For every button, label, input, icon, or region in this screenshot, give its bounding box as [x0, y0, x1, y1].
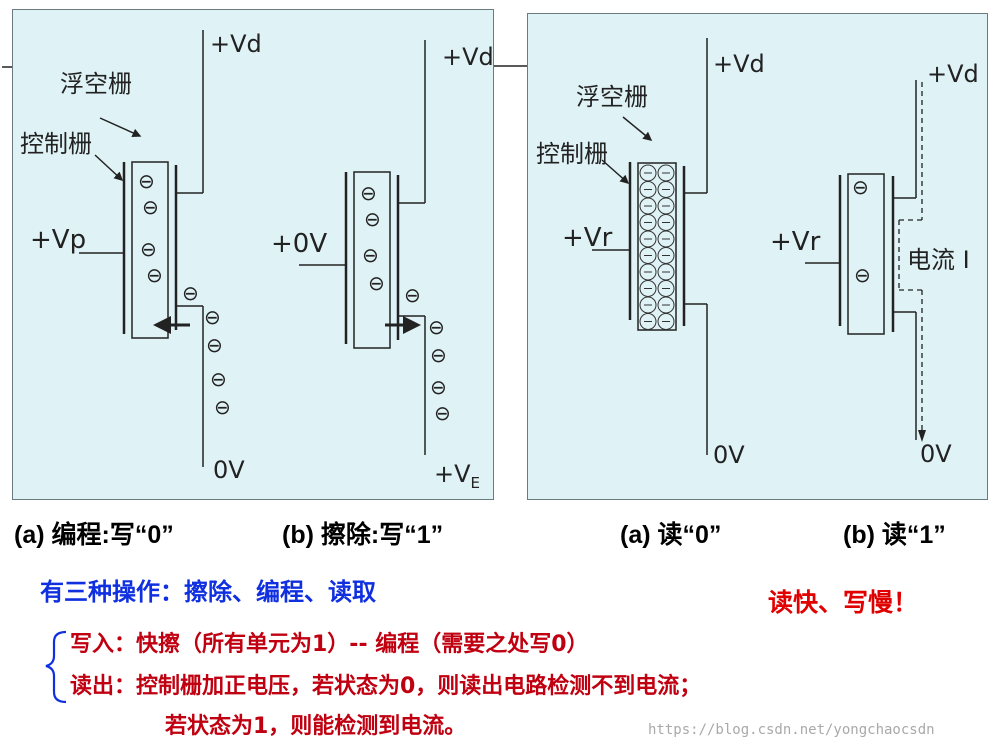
label-vd-read0: +Vd	[713, 50, 765, 78]
label-ve: +VE	[434, 460, 480, 492]
label-0v-read1: 0V	[920, 440, 952, 468]
label-0v: 0V	[213, 456, 245, 484]
label-plus-0v: +0V	[271, 229, 327, 259]
note-write: 写入：快擦（所有单元为1）-- 编程（需要之处写0）	[70, 632, 589, 657]
electron: ⊖	[434, 401, 451, 425]
electron: ⊖	[854, 263, 871, 287]
label-vp: +Vp	[30, 225, 86, 255]
label-vd: +Vd	[210, 30, 262, 58]
electron: ⊖	[430, 375, 447, 399]
electron: ⊖	[210, 367, 227, 391]
cell-erase	[299, 40, 426, 455]
label-floating-gate-read: 浮空栅	[576, 83, 648, 111]
caption-a-read: (a) 读“0”	[620, 521, 722, 549]
electron: ⊖	[430, 343, 447, 367]
caption-a-programming: (a) 编程:写“0”	[14, 521, 174, 549]
note-read-line2: 若状态为1，则能检测到电流。	[165, 714, 467, 739]
electron: ⊖	[368, 271, 385, 295]
cell-read-1	[805, 80, 926, 442]
electron: ⊖	[138, 169, 155, 193]
curly-brace	[45, 630, 67, 704]
note-read-line1: 读出：控制栅加正电压，若状态为0，则读出电路检测不到电流；	[70, 674, 702, 699]
note-read-fast-write-slow: 读快、写慢！	[768, 588, 919, 617]
electron: ⊖	[428, 315, 445, 339]
diagram-panel-write-erase	[12, 9, 494, 500]
electron: ⊖	[206, 333, 223, 357]
electron: ⊖	[142, 195, 159, 219]
caption-b-read: (b) 读“1”	[843, 521, 946, 549]
cell-read-0	[592, 38, 708, 455]
caption-b-erase: (b) 擦除:写“1”	[282, 521, 444, 549]
diagram-panel-read	[527, 13, 988, 500]
electron: ⊖	[364, 207, 381, 231]
floating-gate-charge-grid	[639, 164, 675, 330]
label-current: 电流 I	[907, 246, 970, 274]
stored-electron	[639, 313, 657, 330]
label-vr-read0: +Vr	[562, 223, 613, 253]
electron: ⊖	[204, 305, 221, 329]
electron: ⊖	[404, 283, 421, 307]
electron: ⊖	[140, 237, 157, 261]
label-vd-erase: +Vd	[442, 43, 494, 71]
label-vr-read1: +Vr	[770, 227, 821, 257]
label-0v-read0: 0V	[713, 441, 745, 469]
electron: ⊖	[146, 263, 163, 287]
electron: ⊖	[360, 181, 377, 205]
electron: ⊖	[852, 175, 869, 199]
electron: ⊖	[182, 281, 199, 305]
watermark: https://blog.csdn.net/yongchaocsdn	[648, 722, 935, 738]
label-control-gate-read: 控制栅	[536, 140, 608, 168]
stored-electron	[657, 313, 675, 330]
electron: ⊖	[214, 395, 231, 419]
label-vd-read1: +Vd	[927, 60, 979, 88]
label-floating-gate: 浮空栅	[60, 70, 132, 98]
note-three-operations: 有三种操作：擦除、编程、读取	[40, 578, 376, 606]
label-control-gate: 控制栅	[20, 130, 92, 158]
electron: ⊖	[362, 243, 379, 267]
cell-programming	[79, 30, 204, 467]
